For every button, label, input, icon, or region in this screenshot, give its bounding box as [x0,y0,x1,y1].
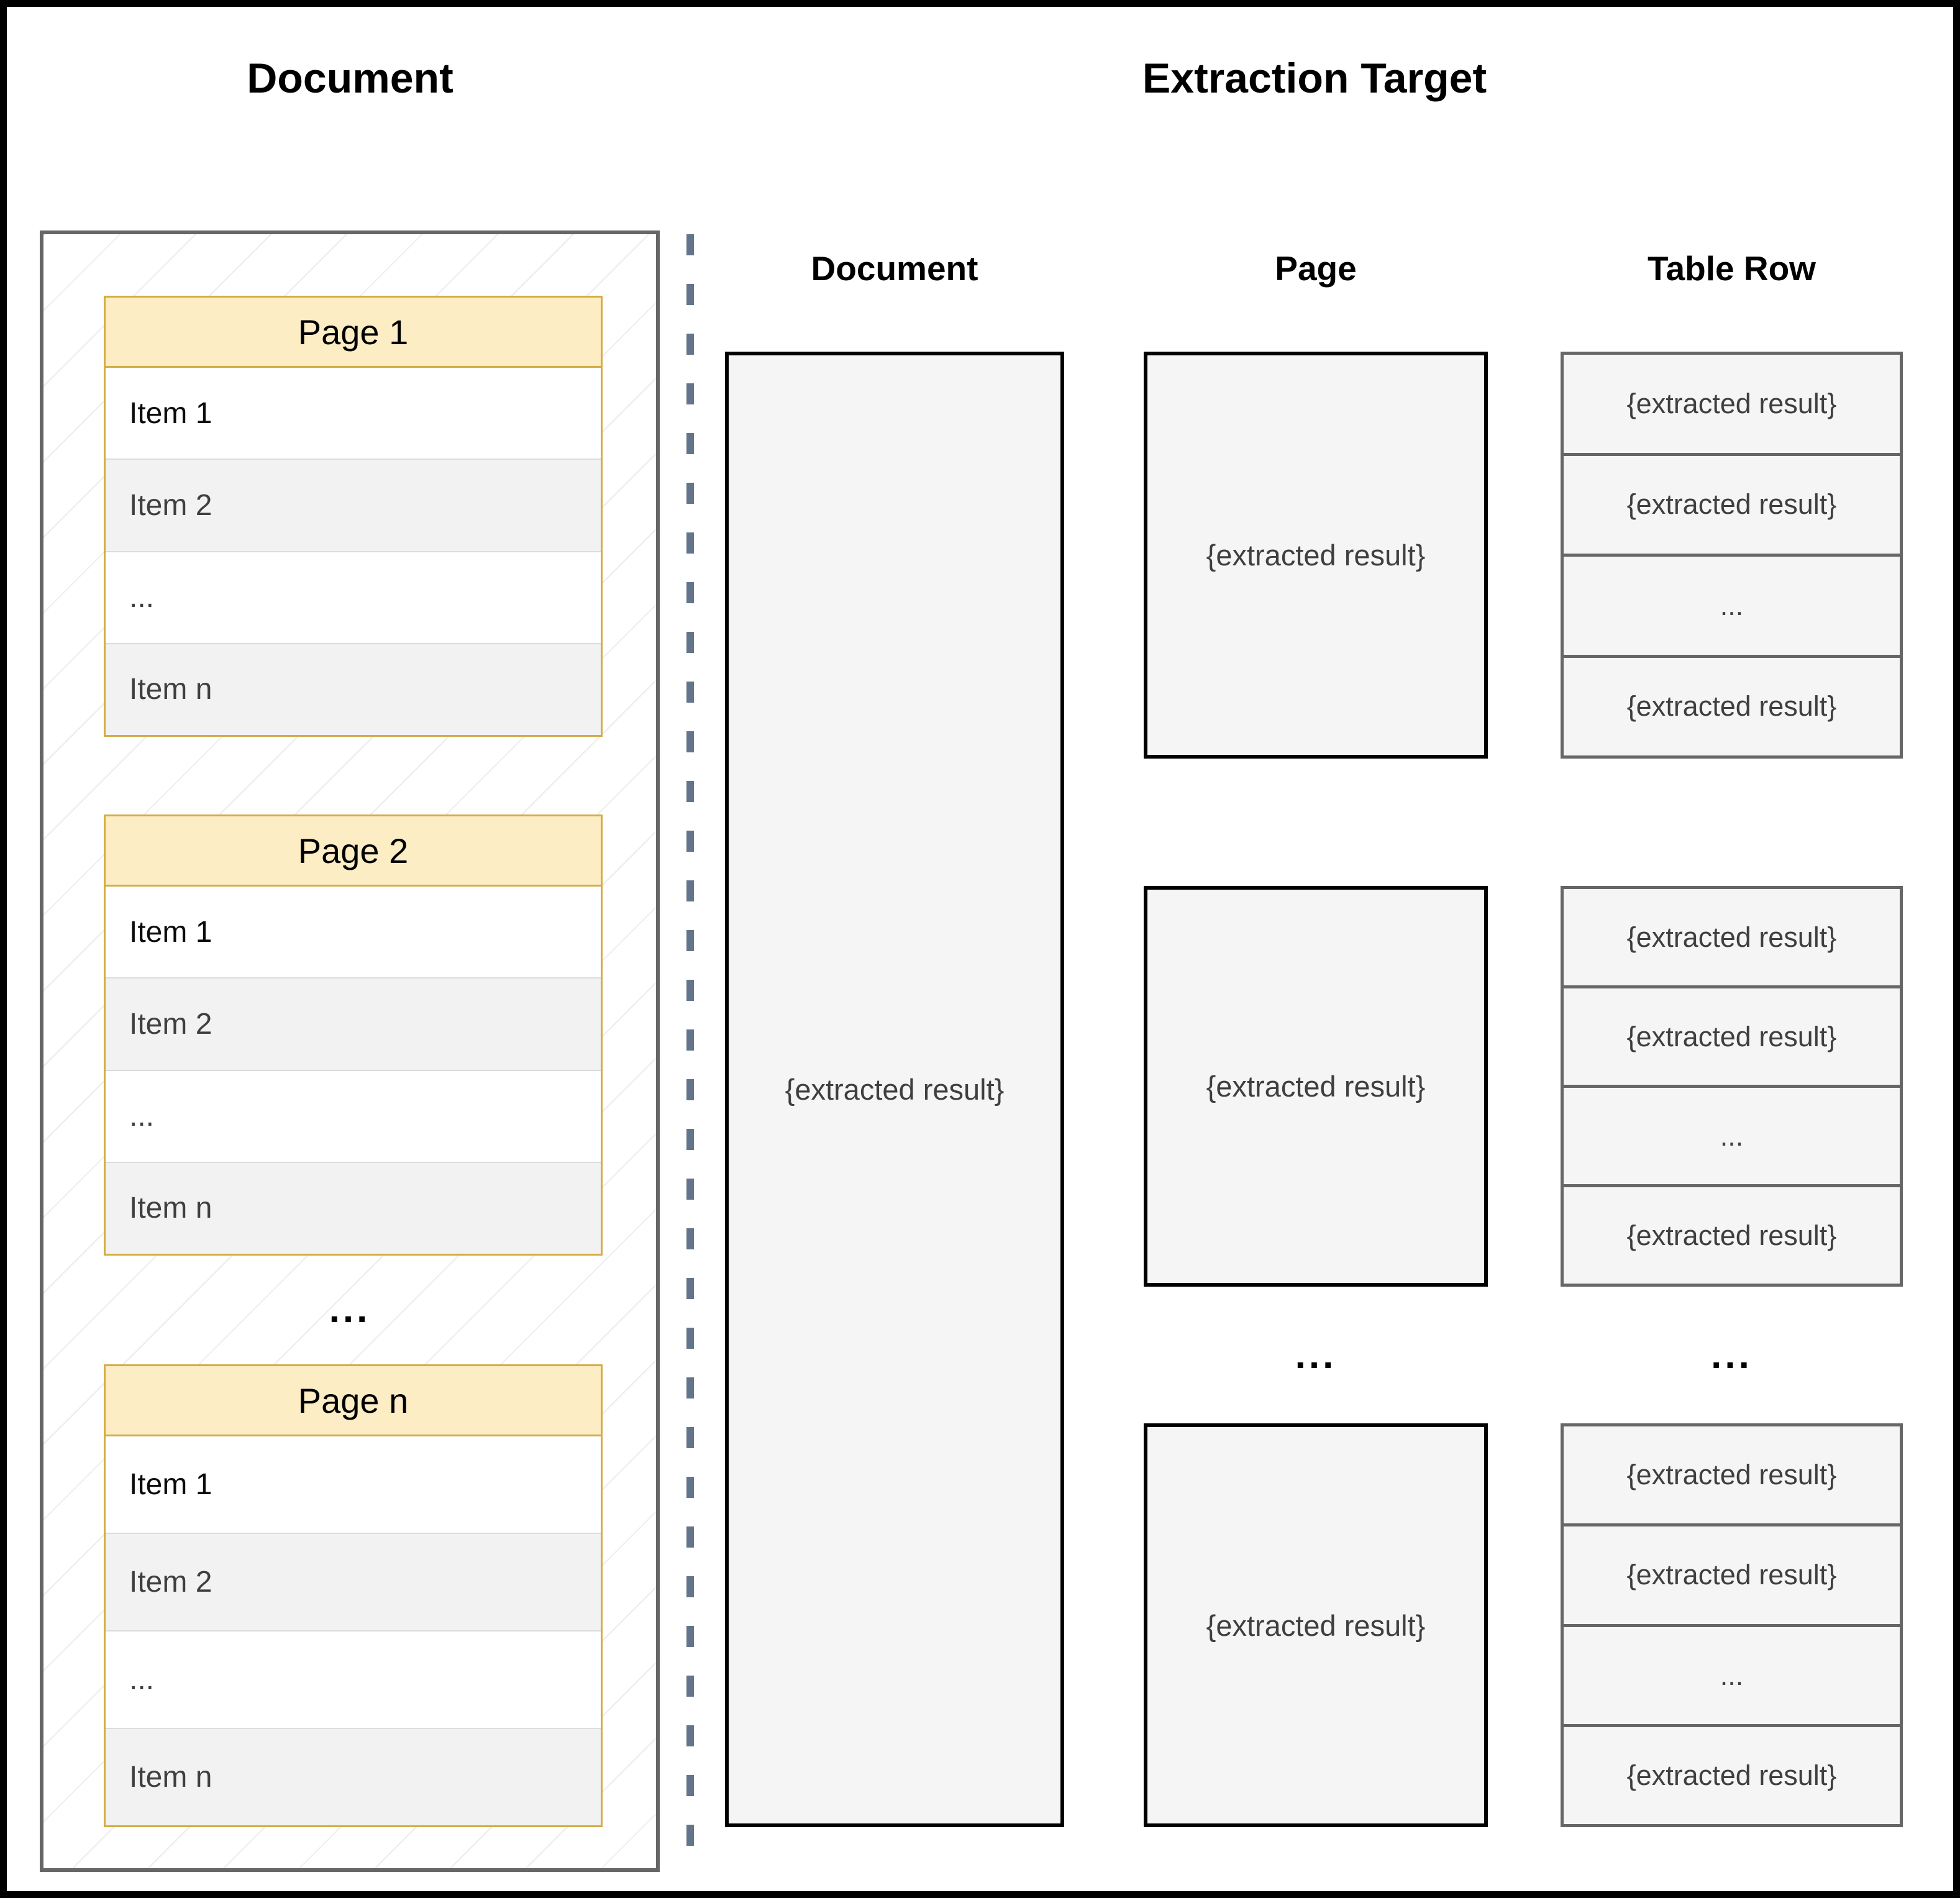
extraction-target-section-title: Extraction Target [1142,55,1487,102]
page-table-n-item: Item 1 [106,1436,601,1533]
table-row-cell: {extracted result} [1561,352,1903,456]
column-header-table-row: Table Row [1648,249,1816,288]
table-row-cell: {extracted result} [1561,452,1903,557]
table-row-cell: {extracted result} [1561,1423,1903,1527]
table-row-cell: {extracted result} [1561,1723,1903,1827]
page-table-1-item: Item 2 [106,459,601,551]
table-row-group-n: {extracted result} {extracted result} ..… [1561,1423,1903,1827]
page-table-2-item-ellipsis: ... [106,1069,601,1162]
page-table-n-header: Page n [106,1366,601,1436]
column-header-page: Page [1275,249,1357,288]
page-table-2-item: Item 1 [106,887,601,978]
page-column-ellipsis: ... [1295,1334,1337,1377]
column-header-document: Document [811,249,978,288]
page-table-1-header: Page 1 [106,298,601,368]
table-row-cell: {extracted result} [1561,654,1903,759]
table-row-cell-ellipsis: ... [1561,1085,1903,1187]
page-table-n-item: Item 2 [106,1533,601,1630]
page-result-box-1: {extracted result} [1144,352,1488,759]
table-row-cell-ellipsis: ... [1561,554,1903,658]
page-table-2: Page 2 Item 1 Item 2 ... Item n [104,814,603,1256]
page-table-n-item: Item n [106,1728,601,1825]
page-result-text: {extracted result} [1206,539,1426,572]
page-table-n-item-ellipsis: ... [106,1630,601,1728]
page-table-1: Page 1 Item 1 Item 2 ... Item n [104,296,603,737]
page-table-1-item-ellipsis: ... [106,550,601,643]
table-row-cell: {extracted result} [1561,1184,1903,1287]
table-row-group-1: {extracted result} {extracted result} ..… [1561,352,1903,759]
page-result-box-n: {extracted result} [1144,1423,1488,1827]
page-table-2-item: Item 2 [106,977,601,1070]
document-result-box: {extracted result} [725,352,1064,1827]
table-row-group-2: {extracted result} {extracted result} ..… [1561,886,1903,1287]
page-result-text: {extracted result} [1206,1608,1426,1642]
document-section-title: Document [247,55,454,102]
page-table-n: Page n Item 1 Item 2 ... Item n [104,1364,603,1827]
pages-ellipsis: ... [329,1287,371,1331]
page-table-1-item: Item n [106,642,601,735]
page-table-1-item: Item 1 [106,368,601,459]
page-result-box-2: {extracted result} [1144,886,1488,1287]
document-result-text: {extracted result} [785,1073,1005,1106]
table-row-cell-ellipsis: ... [1561,1623,1903,1727]
table-row-cell: {extracted result} [1561,1523,1903,1627]
table-row-cell: {extracted result} [1561,985,1903,1088]
page-table-2-item: Item n [106,1161,601,1254]
page-result-text: {extracted result} [1206,1070,1426,1103]
page-table-2-header: Page 2 [106,816,601,887]
table-row-cell: {extracted result} [1561,886,1903,988]
dashed-divider [686,234,694,1868]
table-row-column-ellipsis: ... [1711,1334,1753,1377]
document-panel: Page 1 Item 1 Item 2 ... Item n Page 2 I… [40,230,660,1872]
